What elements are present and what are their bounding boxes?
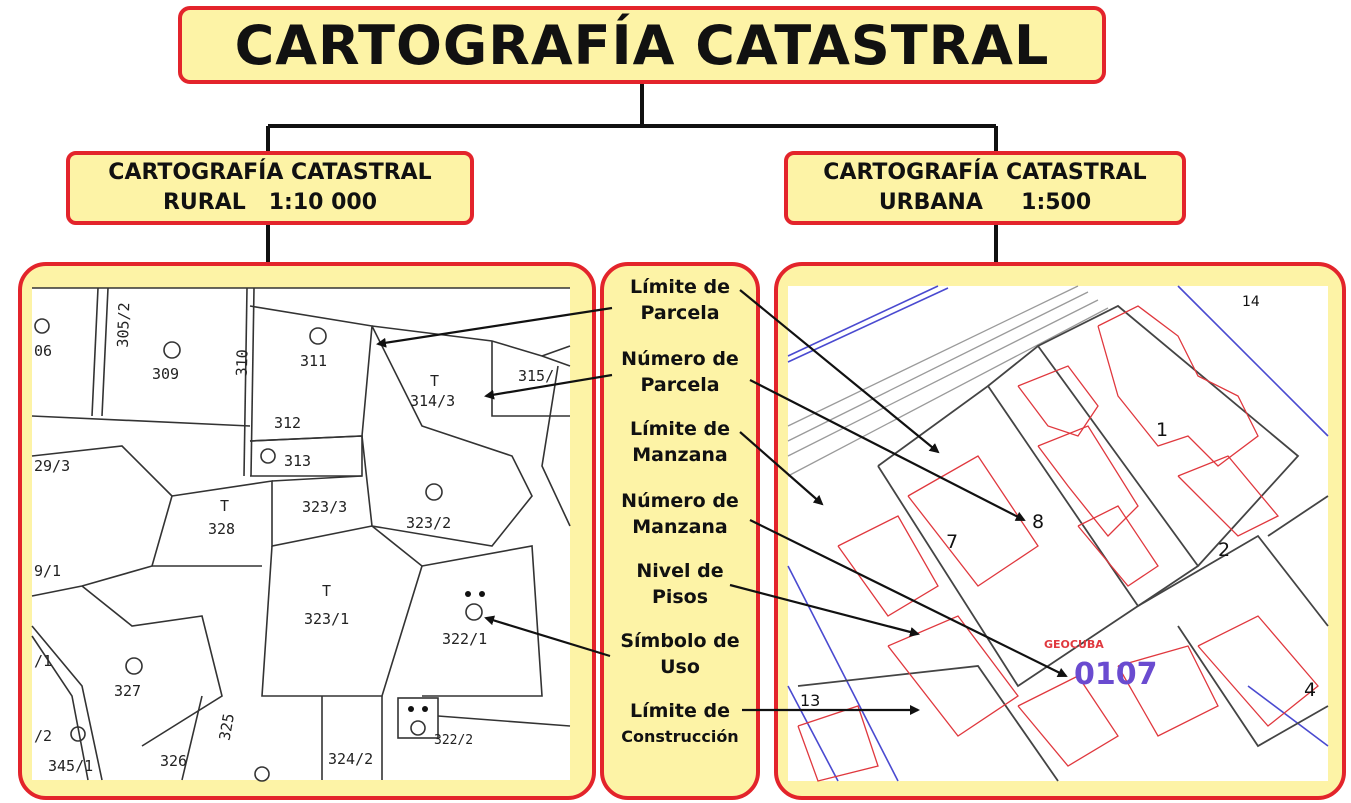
- parcel-label: 323/2: [406, 514, 451, 532]
- parcel-label: /1: [34, 652, 52, 670]
- parcel-label: T: [322, 582, 331, 600]
- parcel-label: 323/3: [302, 498, 347, 516]
- block-number: 1: [1156, 419, 1168, 441]
- parcel-label: 345/1: [48, 757, 93, 775]
- parcel-label: 327: [114, 682, 141, 700]
- parcel-label: 06: [34, 342, 52, 360]
- parcel-label: 313: [284, 452, 311, 470]
- parcel-label: 328: [208, 520, 235, 538]
- block-number: 7: [946, 531, 958, 553]
- parcel-label: 310: [233, 349, 252, 377]
- main-title: CARTOGRAFÍA CATASTRAL: [234, 13, 1050, 77]
- parcel-label: 311: [300, 352, 327, 370]
- parcel-label: 322/1: [442, 630, 487, 648]
- urban-map-panel: 1 2 7 8 4 13 14 GEOCUBA 0107: [774, 262, 1346, 800]
- parcel-label: /2: [34, 727, 52, 745]
- parcel-label: 323/1: [304, 610, 349, 628]
- parcel-label: 29/3: [34, 457, 70, 475]
- rural-scale: RURAL 1:10 000: [162, 190, 378, 215]
- urban-map: 1 2 7 8 4 13 14 GEOCUBA 0107: [787, 285, 1329, 782]
- parcel-label: 326: [160, 752, 187, 770]
- rural-map: 06 305/2 309 310 311 315/ 314/3 312 313 …: [31, 287, 571, 782]
- urban-title: CARTOGRAFÍA CATASTRAL: [823, 160, 1147, 185]
- parcel-label: T: [430, 372, 439, 390]
- block-number: 4: [1304, 679, 1316, 701]
- block-owner-label: GEOCUBA: [1044, 638, 1104, 651]
- parcel-label: 325: [216, 712, 238, 742]
- urban-cartography-box: CARTOGRAFÍA CATASTRAL URBANA 1:500: [784, 151, 1186, 225]
- block-number: 8: [1032, 511, 1044, 533]
- parcel-label: 324/2: [328, 750, 373, 768]
- corner-number: 14: [1242, 294, 1260, 310]
- rural-title: CARTOGRAFÍA CATASTRAL: [108, 160, 432, 185]
- parcel-label: 312: [274, 414, 301, 432]
- parcel-label: 322/2: [434, 733, 473, 748]
- block-number: 2: [1218, 539, 1230, 561]
- parcel-label: 305/2: [114, 302, 134, 348]
- parcel-label: 309: [152, 365, 179, 383]
- main-title-box: CARTOGRAFÍA CATASTRAL: [178, 6, 1106, 84]
- block-number: 13: [800, 691, 820, 710]
- parcel-label: 314/3: [410, 392, 455, 410]
- block-code: 0107: [1074, 657, 1158, 692]
- rural-cartography-box: CARTOGRAFÍA CATASTRAL RURAL 1:10 000: [66, 151, 474, 225]
- urban-scale: URBANA 1:500: [878, 190, 1092, 215]
- parcel-label: 315/: [518, 367, 554, 385]
- rural-map-panel: 06 305/2 309 310 311 315/ 314/3 312 313 …: [18, 262, 596, 800]
- parcel-label: T: [220, 497, 229, 515]
- parcel-label: 9/1: [34, 562, 61, 580]
